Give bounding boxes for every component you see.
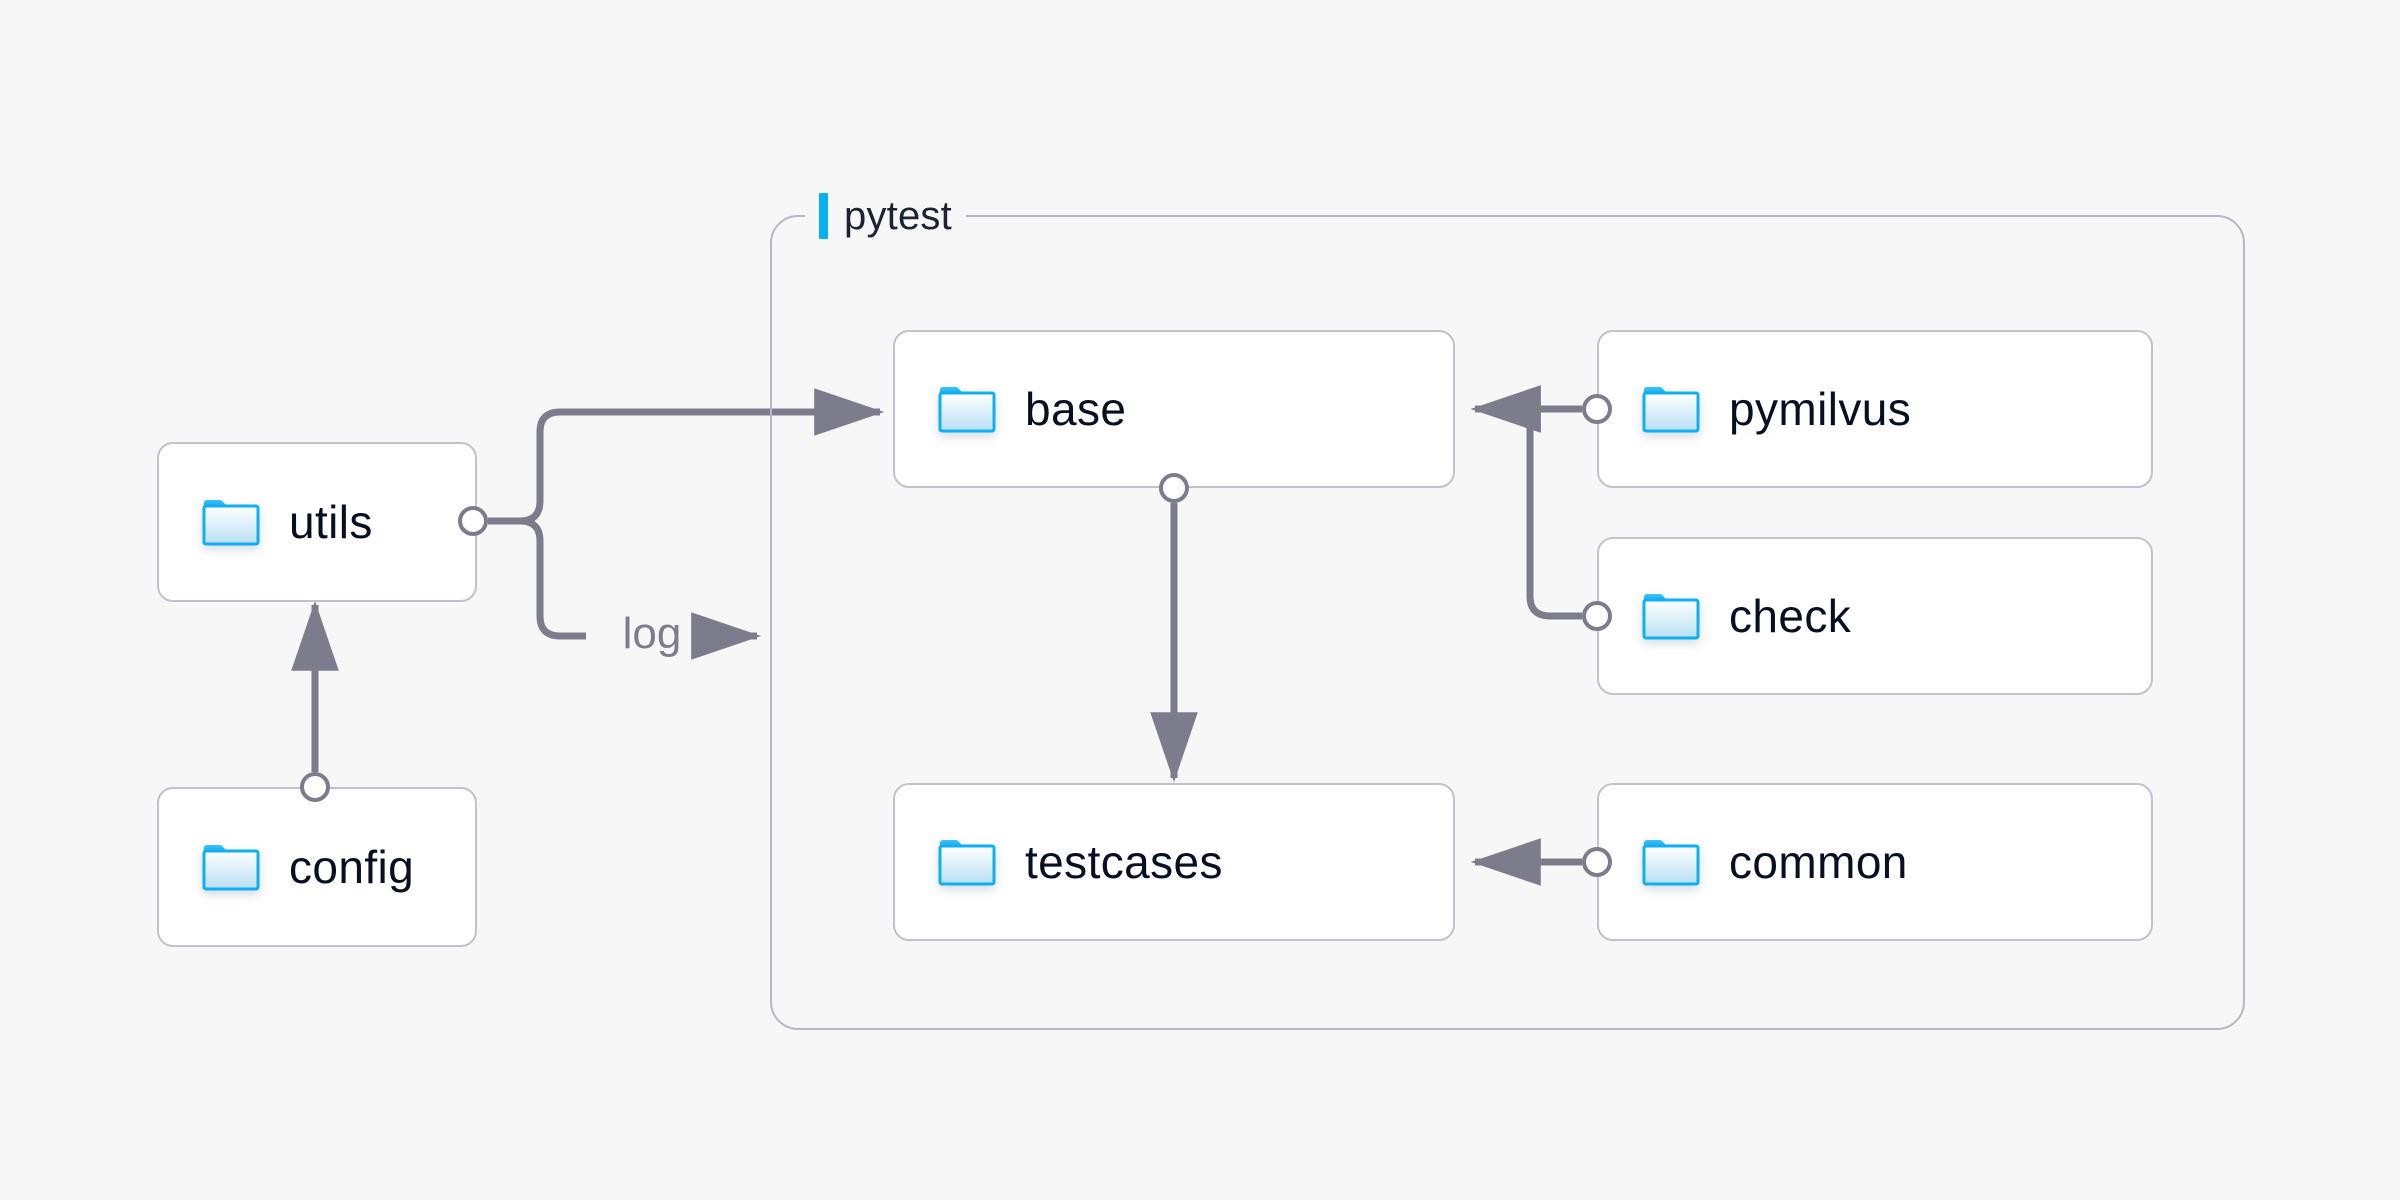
node-config-label: config xyxy=(289,841,415,893)
group-pytest[interactable] xyxy=(770,215,2245,1030)
node-pymilvus[interactable]: pymilvus xyxy=(1597,330,2153,488)
node-utils[interactable]: utils xyxy=(157,442,477,602)
node-testcases-label: testcases xyxy=(1025,836,1223,888)
group-pytest-label: pytest xyxy=(844,193,952,238)
node-check-label: check xyxy=(1729,590,1852,642)
node-check[interactable]: check xyxy=(1597,537,2153,695)
folder-icon xyxy=(1642,594,1700,640)
accent-bar-icon xyxy=(819,193,828,239)
node-base-label: base xyxy=(1025,383,1127,435)
node-base[interactable]: base xyxy=(893,330,1455,488)
folder-icon xyxy=(202,845,260,891)
node-common[interactable]: common xyxy=(1597,783,2153,941)
port-config-top[interactable] xyxy=(300,772,330,802)
node-pymilvus-label: pymilvus xyxy=(1729,383,1912,435)
edge-utils-log xyxy=(488,517,586,640)
folder-icon xyxy=(1642,387,1700,433)
folder-icon xyxy=(202,500,260,546)
port-utils-right[interactable] xyxy=(458,506,488,536)
node-utils-label: utils xyxy=(289,496,373,548)
node-common-label: common xyxy=(1729,836,1908,888)
edge-check-base xyxy=(1470,385,1582,620)
node-config[interactable]: config xyxy=(157,787,477,947)
node-testcases[interactable]: testcases xyxy=(893,783,1455,941)
edge-label-log: log xyxy=(622,609,682,658)
port-check-left[interactable] xyxy=(1582,601,1612,631)
folder-icon xyxy=(1642,840,1700,886)
port-common-left[interactable] xyxy=(1582,847,1612,877)
group-pytest-label-wrap: pytest xyxy=(805,190,966,242)
port-base-bottom[interactable] xyxy=(1159,473,1189,503)
folder-icon xyxy=(938,387,996,433)
folder-icon xyxy=(938,840,996,886)
port-pymilvus-left[interactable] xyxy=(1582,394,1612,424)
